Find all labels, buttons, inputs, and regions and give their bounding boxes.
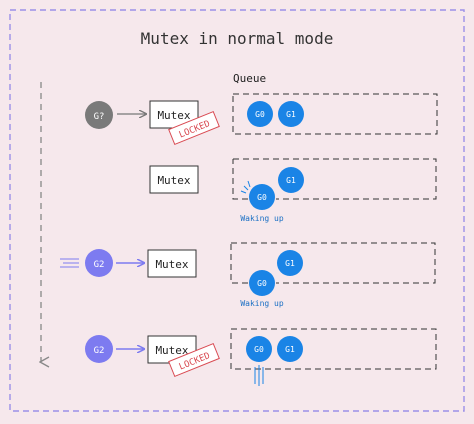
queue-goroutine-label: G0 <box>254 345 264 354</box>
queue-goroutine-label: G0 <box>257 279 267 288</box>
goroutine-label: G2 <box>94 346 105 356</box>
goroutine-label: G? <box>94 112 105 122</box>
queue-goroutine-g1 <box>277 250 303 276</box>
waking-goroutine-g0 <box>249 184 275 210</box>
queue-goroutine-label: G1 <box>286 176 296 185</box>
mutex-label: Mutex <box>155 258 188 271</box>
motion-lines-icon <box>254 365 264 386</box>
waking-label: Waking up <box>240 299 284 308</box>
queue-goroutine-label: G0 <box>255 110 265 119</box>
queue-goroutine-label: G1 <box>285 345 295 354</box>
queue-goroutine-g1 <box>278 167 304 193</box>
row-2: Mutex G1 G0 Waking up <box>149 158 437 223</box>
mutex-label: Mutex <box>157 109 190 122</box>
queue-goroutine-g0 <box>246 336 272 362</box>
queue-box <box>230 242 436 284</box>
mutex-label: Mutex <box>157 174 190 187</box>
diagram-title: Mutex in normal mode <box>141 29 334 48</box>
queue-goroutine-g1 <box>277 336 303 362</box>
row-1: G? Mutex LOCKED G0 G1 <box>85 93 438 146</box>
queue-goroutine-label: G1 <box>286 110 296 119</box>
queue-goroutine-label: G0 <box>257 193 267 202</box>
goroutine-label: G2 <box>94 260 105 270</box>
waking-goroutine-g0 <box>249 270 275 296</box>
motion-lines-icon <box>60 258 79 268</box>
queue-box <box>232 158 437 200</box>
queue-goroutine-label: G1 <box>285 259 295 268</box>
queue-goroutine-g1 <box>278 101 304 127</box>
goroutine-unknown <box>85 101 113 129</box>
row-4: G2 Mutex LOCKED G0 G1 <box>85 328 437 386</box>
dashed-border <box>9 9 465 412</box>
queue-box <box>232 93 438 135</box>
queue-box <box>230 328 437 370</box>
wake-burst-icon <box>240 180 251 194</box>
goroutine-g2 <box>85 249 113 277</box>
row-3: G2 Mutex G1 G0 Waking up <box>60 242 436 308</box>
queue-goroutine-g0 <box>247 101 273 127</box>
mutex-box <box>147 249 197 278</box>
queue-label: Queue <box>233 72 266 85</box>
goroutine-g2 <box>85 335 113 363</box>
mutex-label: Mutex <box>155 344 188 357</box>
waking-label: Waking up <box>240 214 284 223</box>
mutex-box <box>149 165 199 194</box>
